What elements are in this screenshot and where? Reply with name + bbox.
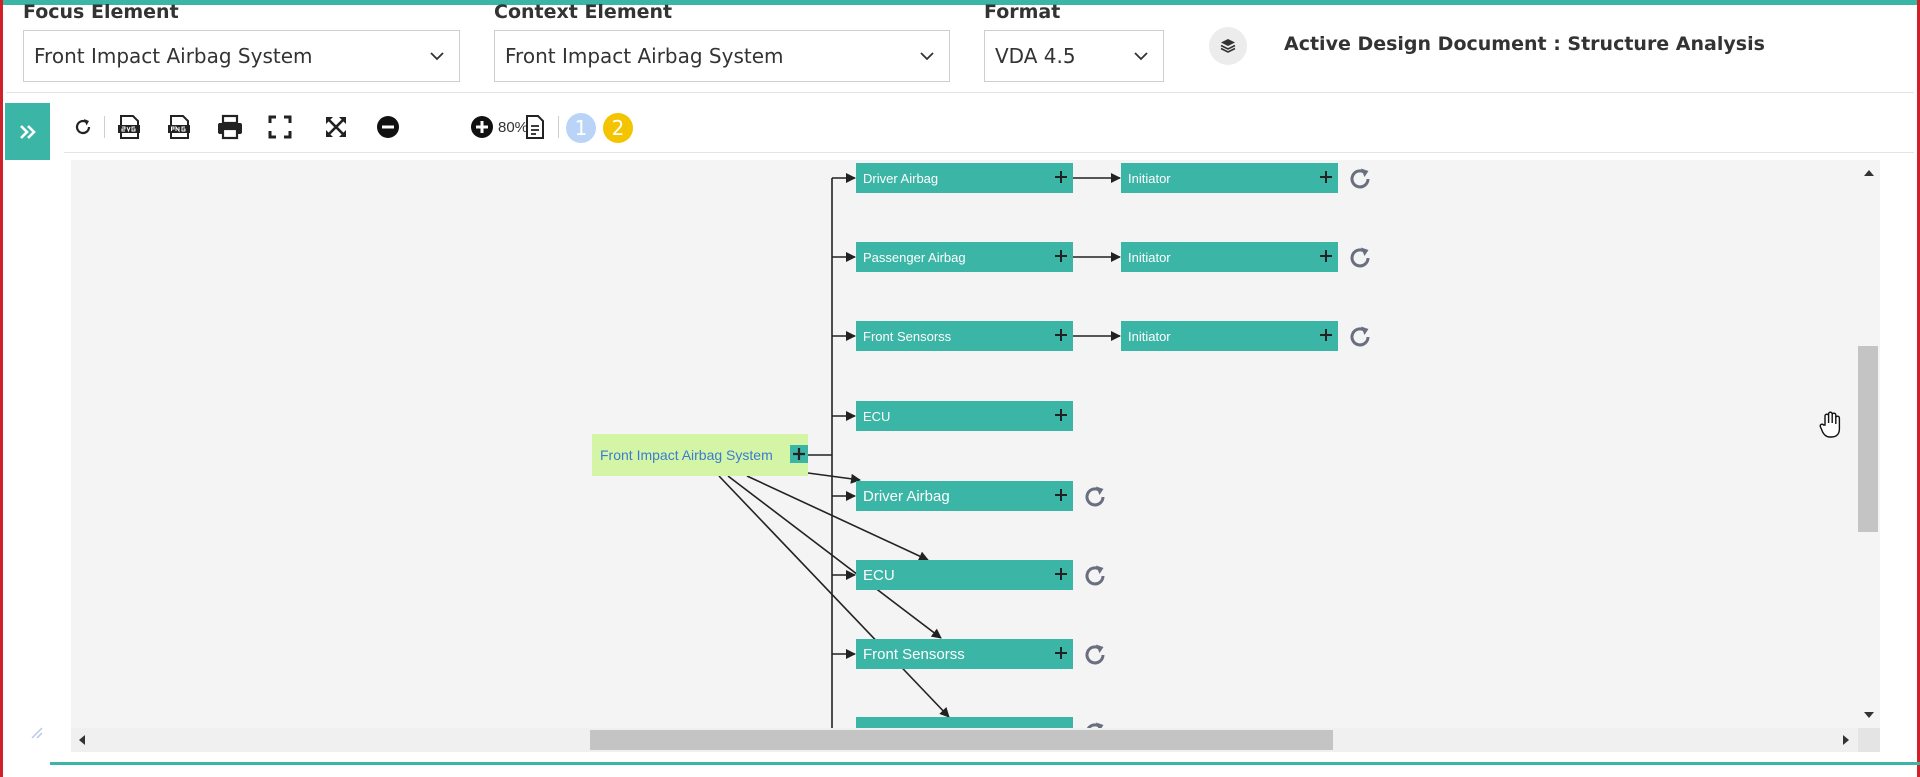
reload-icon[interactable] — [1347, 166, 1373, 192]
diagram-node[interactable]: ECU — [856, 401, 1073, 431]
horizontal-scroll-thumb[interactable] — [590, 730, 1333, 750]
plus-icon[interactable] — [1053, 566, 1069, 582]
zoom-in-button[interactable] — [470, 114, 494, 140]
context-element-value: Front Impact Airbag System — [505, 44, 784, 68]
chevron-down-icon — [920, 52, 934, 61]
node-label: Front Sensorss — [863, 328, 952, 344]
diagram-node[interactable]: Initiator — [1121, 321, 1338, 351]
minus-circle-icon — [377, 116, 399, 138]
diagram-node[interactable]: Initiator — [1121, 163, 1338, 193]
plus-icon[interactable] — [1053, 407, 1069, 423]
node-label: Initiator — [1128, 249, 1171, 265]
sidebar-toggle-button[interactable] — [5, 103, 50, 160]
node-label: Driver Airbag — [863, 170, 939, 186]
format-label: Format — [984, 1, 1061, 23]
active-design-document: Active Design Document : Structure Analy… — [1284, 33, 1765, 55]
diagram-root-node[interactable]: Front Impact Airbag System — [592, 434, 808, 476]
diagram-toolbar: 80% 1 2 — [64, 106, 1864, 148]
reload-icon[interactable] — [1347, 324, 1373, 350]
node-label: Initiator — [1128, 328, 1171, 344]
left-frame-border — [0, 0, 3, 777]
chevron-down-icon — [1134, 52, 1148, 61]
focus-element-select[interactable]: Front Impact Airbag System — [23, 30, 460, 82]
level-1-badge[interactable]: 1 — [566, 113, 596, 143]
diagram-node[interactable]: Driver Airbag — [856, 481, 1073, 511]
refresh-icon — [75, 119, 91, 135]
node-label: Passenger Airbag — [863, 249, 966, 265]
level-2-badge[interactable]: 2 — [603, 113, 633, 143]
print-button[interactable] — [216, 114, 244, 140]
toolbar-divider — [64, 152, 1914, 153]
chevron-down-icon — [430, 52, 444, 61]
scroll-down-arrow-icon[interactable] — [1858, 708, 1880, 722]
diagram-canvas[interactable]: Front Impact Airbag System Driver Airbag… — [71, 160, 1858, 728]
node-label: Driver Airbag — [863, 487, 950, 505]
scroll-left-arrow-icon[interactable] — [75, 728, 89, 752]
toolbar-separator — [104, 116, 105, 138]
document-icon — [526, 115, 544, 139]
export-png-button[interactable] — [166, 114, 192, 140]
hand-cursor-icon — [1819, 411, 1841, 438]
plus-icon[interactable] — [1053, 248, 1069, 264]
diagram-node[interactable] — [856, 717, 1073, 728]
top-accent-bar — [0, 0, 1920, 5]
resize-handle-icon[interactable] — [30, 726, 44, 740]
fit-to-screen-button[interactable] — [324, 114, 348, 140]
node-label: Front Sensorss — [863, 645, 965, 663]
format-select[interactable]: VDA 4.5 — [984, 30, 1164, 82]
right-frame-border — [1917, 0, 1920, 777]
focus-element-value: Front Impact Airbag System — [34, 44, 313, 68]
plus-icon[interactable] — [1053, 169, 1069, 185]
context-element-select[interactable]: Front Impact Airbag System — [494, 30, 950, 82]
fullscreen-icon — [268, 115, 292, 139]
document-button[interactable] — [524, 114, 546, 140]
scrollbar-corner — [1858, 728, 1880, 752]
plus-icon[interactable] — [1053, 327, 1069, 343]
diagram-node[interactable]: Passenger Airbag — [856, 242, 1073, 272]
layers-icon — [1220, 39, 1236, 53]
root-node-label: Front Impact Airbag System — [600, 447, 773, 463]
print-icon — [218, 114, 242, 140]
diagram-node[interactable]: Initiator — [1121, 242, 1338, 272]
node-label: ECU — [863, 566, 895, 584]
node-label: ECU — [863, 408, 891, 424]
double-chevron-right-icon — [19, 124, 36, 139]
diagram-node[interactable]: Front Sensorss — [856, 639, 1073, 669]
svg-file-icon — [118, 115, 140, 139]
plus-circle-icon — [471, 116, 493, 138]
context-element-label: Context Element — [494, 1, 673, 23]
reload-icon[interactable] — [1082, 484, 1108, 510]
scroll-right-arrow-icon[interactable] — [1839, 728, 1853, 752]
node-label: Initiator — [1128, 170, 1171, 186]
vertical-scroll-thumb[interactable] — [1858, 346, 1878, 532]
diagram-node[interactable]: ECU — [856, 560, 1073, 590]
plus-icon[interactable] — [1318, 169, 1334, 185]
plus-icon[interactable] — [1053, 487, 1069, 503]
focus-element-label: Focus Element — [23, 1, 179, 23]
toolbar-separator — [558, 116, 559, 138]
reload-icon[interactable] — [1082, 720, 1108, 728]
refresh-button[interactable] — [72, 114, 94, 140]
expand-arrows-icon — [326, 117, 346, 137]
format-value: VDA 4.5 — [995, 44, 1076, 68]
reload-icon[interactable] — [1347, 245, 1373, 271]
scroll-up-arrow-icon[interactable] — [1858, 166, 1880, 180]
header-divider — [6, 92, 1914, 93]
diagram-node[interactable]: Driver Airbag — [856, 163, 1073, 193]
zoom-out-button[interactable] — [376, 114, 400, 140]
plus-icon[interactable] — [1053, 645, 1069, 661]
plus-icon[interactable] — [790, 445, 808, 463]
zoom-level: 80% — [498, 119, 529, 136]
export-svg-button[interactable] — [116, 114, 142, 140]
fullscreen-button[interactable] — [268, 114, 292, 140]
diagram-node[interactable]: Front Sensorss — [856, 321, 1073, 351]
reload-icon[interactable] — [1082, 642, 1108, 668]
plus-icon[interactable] — [1318, 248, 1334, 264]
reload-icon[interactable] — [1082, 563, 1108, 589]
png-file-icon — [168, 115, 190, 139]
plus-icon[interactable] — [1318, 327, 1334, 343]
layers-button[interactable] — [1209, 27, 1247, 65]
bottom-accent-bar — [50, 762, 1920, 765]
diagram-connectors — [718, 173, 1121, 728]
